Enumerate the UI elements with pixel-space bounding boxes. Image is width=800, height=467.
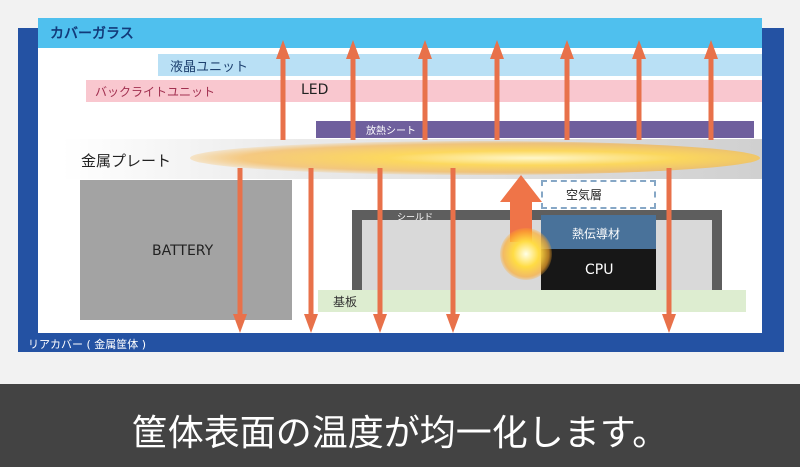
caption-text: 筐体表面の温度が均一化します。 — [131, 413, 669, 454]
up-arrow-head — [418, 40, 432, 59]
lcd-unit-label: 液晶ユニット — [170, 60, 249, 75]
battery-block — [80, 180, 292, 320]
downward-heat-arrows — [233, 168, 676, 333]
thermal-material-block — [541, 215, 656, 249]
cpu-heat-source-glow — [500, 228, 552, 280]
lcd-unit-layer — [158, 54, 762, 76]
air-layer-label: 空気層 — [566, 188, 603, 202]
cpu-heat-arrow-head — [500, 175, 542, 202]
down-arrow-head — [446, 314, 460, 333]
cover-glass-label: カバーガラス — [50, 26, 134, 42]
thermal-material-label: 熱伝導材 — [572, 227, 621, 241]
battery-label: BATTERY — [152, 243, 214, 259]
caption-bar — [0, 384, 800, 467]
air-layer-box — [541, 180, 656, 209]
cover-glass-layer — [38, 18, 762, 48]
up-arrow-head — [560, 40, 574, 59]
upward-heat-arrows — [276, 40, 718, 140]
led-label: LED — [301, 82, 329, 98]
heat-sheet-label: 放熱シート — [366, 126, 416, 137]
up-arrow-head — [490, 40, 504, 59]
down-arrow-head — [304, 314, 318, 333]
device-frame-left — [18, 28, 38, 340]
rear-cover-bar — [18, 333, 784, 352]
rear-cover-label: リアカバー ( 金属筐体 ) — [28, 338, 147, 351]
circuit-board-layer — [318, 290, 746, 312]
down-arrow-head — [233, 314, 247, 333]
up-arrow-head — [632, 40, 646, 59]
device-frame-right — [762, 28, 784, 340]
up-arrow-head — [346, 40, 360, 59]
backlight-unit-label: バックライトユニット — [95, 85, 216, 99]
up-arrow-head — [276, 40, 290, 59]
cpu-chip — [541, 249, 656, 292]
shield-label: シールド — [397, 213, 434, 223]
circuit-board-label: 基板 — [333, 295, 358, 309]
heat-glow-spread — [190, 141, 760, 175]
metal-plate-label: 金属プレート — [81, 152, 172, 170]
up-arrow-head — [704, 40, 718, 59]
down-arrow-head — [373, 314, 387, 333]
cpu-label: CPU — [585, 262, 614, 278]
down-arrow-head — [662, 314, 676, 333]
